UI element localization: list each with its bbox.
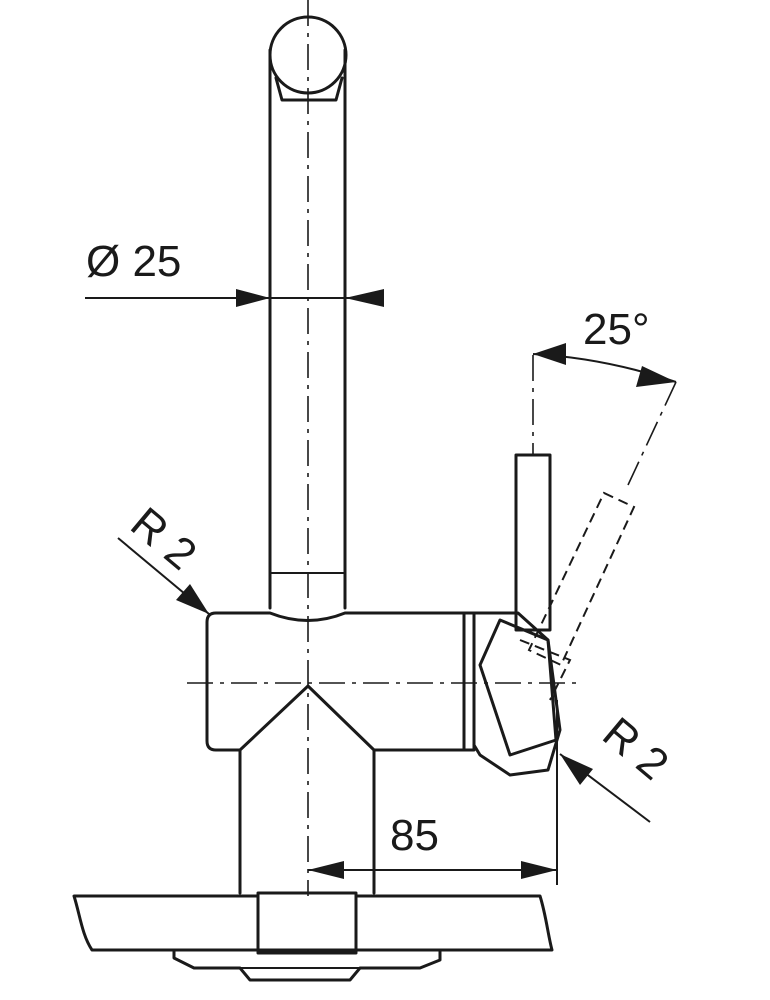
reach-dimension: 85 (308, 700, 558, 885)
countertop-left-section (72, 894, 260, 952)
diameter-dimension: Ø 25 (85, 237, 384, 307)
lever-housing (472, 611, 562, 777)
angle-dimension: 25° (532, 305, 677, 387)
base-column (238, 748, 376, 895)
reach-label: 85 (390, 811, 439, 860)
lever-open-position (519, 491, 636, 701)
radius-right-label: R 2 (594, 708, 678, 790)
faucet-body (205, 611, 466, 752)
radius-right-dimension: R 2 (559, 708, 678, 823)
center-lines (187, 0, 677, 896)
angle-label: 25° (583, 305, 650, 354)
radius-left-label: R 2 (122, 498, 206, 580)
lever-handle (462, 453, 562, 777)
countertop-right-section (354, 894, 554, 952)
mounting-shank (172, 891, 442, 982)
diameter-label: Ø 25 (86, 237, 181, 286)
countertop (72, 894, 554, 952)
lever-closed (514, 453, 552, 632)
mounting-nut (172, 948, 442, 982)
lever-cam (478, 618, 558, 757)
lever-housing-ring (462, 611, 476, 752)
spout-outlet (274, 76, 344, 102)
spout-body (268, 48, 347, 610)
radius-left-dimension: R 2 (117, 498, 210, 615)
